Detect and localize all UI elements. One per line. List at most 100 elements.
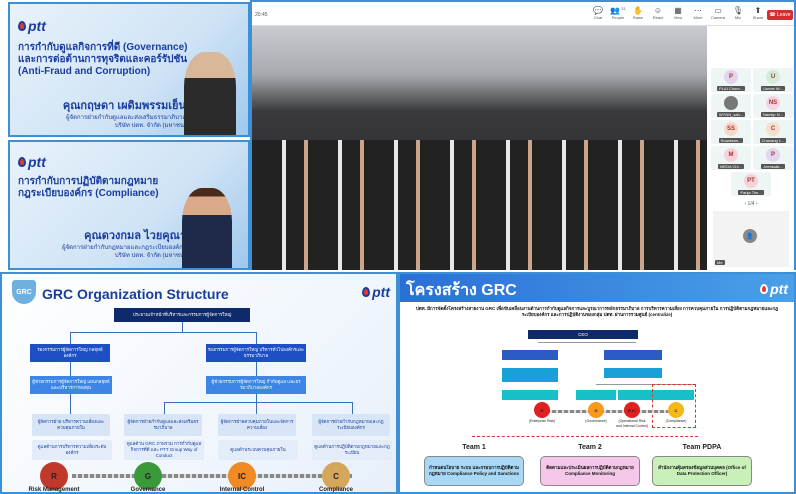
speaker-slide-compliance: ptt การกำกับการปฏิบัติตามกฎหมายกฎระเบียบ… — [8, 140, 250, 270]
avatar: PT — [744, 173, 758, 188]
avatar: M — [724, 147, 738, 162]
toolbar-icon-row: ▭ — [714, 6, 722, 15]
pillar-label: (Governance) — [585, 419, 607, 423]
raise-button[interactable]: ✋Raise — [630, 6, 646, 20]
react-button[interactable]: ☺React — [650, 6, 666, 20]
toolbar-label: View — [673, 15, 683, 20]
mic-icon: 🎙 — [732, 6, 744, 15]
org-box — [502, 368, 558, 382]
participant-name: Usnee W... — [761, 85, 785, 91]
org-box: รองกรรมการผู้จัดการใหญ่ กลยุทธ์องค์กร — [30, 344, 110, 362]
slide-title: โครงสร้าง GRC — [406, 282, 517, 299]
slide-title: GRC Organization Structure — [42, 286, 229, 302]
team-label: Team 2 — [578, 444, 602, 451]
org-box-ceo: ประธานเจ้าหน้าที่บริหารและกรรมการผู้จัดก… — [114, 308, 250, 322]
toolbar-icon-row: 💬 — [593, 6, 603, 15]
org-box — [618, 390, 658, 400]
camera-button[interactable]: ▭Camera — [710, 6, 726, 20]
pillar-label: Compliance — [318, 487, 353, 493]
unit-desc: ดูแลด้านระบบควบคุมภายใน — [218, 440, 298, 460]
unit-head: ผู้จัดการฝ่ายควบคุมภายในและจัดการความเสี… — [218, 414, 296, 436]
pillar-label: Risk Management — [28, 487, 80, 493]
org-box — [604, 350, 662, 360]
share-button[interactable]: ⬆Share — [750, 6, 766, 20]
leave-button[interactable]: ☎ Leave — [767, 10, 793, 20]
org-box-ceo: CEO — [528, 330, 638, 339]
unit-desc: ดูแลด้าน GRC ภาพรวม การกำกับดูแลกิจการที… — [124, 440, 204, 460]
avatar: P — [766, 147, 780, 162]
mic-button[interactable]: 🎙Mic — [730, 6, 746, 20]
hand-icon: ✋ — [633, 6, 643, 15]
share-icon: ⬆ — [754, 6, 762, 15]
ptt-logo: ptt — [18, 154, 46, 170]
participant-name: PLAI Chom... — [717, 85, 745, 91]
org-box: รองกรรมการผู้จัดการใหญ่ บริหารทั่วไปองค์… — [206, 344, 306, 362]
people-count: 31 — [621, 6, 626, 11]
team-label: Team 1 — [462, 444, 486, 451]
participant-name: Panja Tim... — [738, 189, 764, 195]
ptt-logo: ptt — [362, 284, 390, 300]
people-icon: 👥 — [610, 6, 621, 15]
highlight-box — [652, 384, 696, 428]
camera-icon: ▭ — [714, 6, 722, 15]
unit-desc: ดูแลด้านการปฏิบัติตามกฎหมายและกฎระเบียบ — [312, 440, 392, 460]
participant-name: Chanang L... — [759, 137, 787, 143]
pillar-label: (Enterprise Risk) — [528, 419, 556, 423]
ptt-logo: ptt — [18, 18, 46, 34]
main-video — [252, 26, 707, 270]
participant-name: MEDA Chi... — [718, 163, 744, 169]
team-box: กำหนดนโยบาย ระบบ และกรอบการปฏิบัติตามกฎห… — [424, 456, 524, 486]
toolbar-label: Camera — [710, 15, 726, 20]
pager[interactable]: ‹ 1/4 › — [744, 201, 758, 207]
slide-grc-org-structure: GRC GRC Organization Structure ptt ประธา… — [0, 272, 398, 494]
more-button[interactable]: ⋯More — [690, 6, 706, 20]
avatar: 👤 — [743, 229, 757, 243]
view-icon: ▦ — [674, 6, 682, 15]
org-box: ผู้ช่วยกรรมการผู้จัดการใหญ่ กำกับดูแล แล… — [206, 376, 306, 394]
speaker-info: คุณดวงกมล ไวยคุณา ผู้จัดการฝ่ายกำกับกฎหม… — [62, 230, 186, 259]
slide-grc-structure-th: โครงสร้าง GRC ptt ปตท. มีการจัดตั้งโครงส… — [398, 272, 796, 494]
pillar-circle: C — [668, 402, 684, 418]
more-icon: ⋯ — [694, 6, 702, 15]
toolbar-icon-row: ✋ — [633, 6, 643, 15]
slide-header: โครงสร้าง GRC ptt — [400, 274, 794, 302]
team-box: ติดตามและประเมินผลการปฏิบัติตามกฎหมาย Co… — [540, 456, 640, 486]
speaker-photo — [184, 52, 236, 135]
participant-name: Jeerasak... — [761, 163, 785, 169]
participant-name: Suwatsan... — [718, 137, 744, 143]
avatar: P — [724, 69, 738, 84]
toolbar-label: People — [611, 15, 625, 20]
pillar-circle: R IC — [624, 402, 640, 418]
participant-tile[interactable]: WYNN_sah... — [711, 94, 751, 118]
participant-name: Namtip N... — [760, 111, 785, 117]
toolbar-label: Chat — [593, 15, 603, 20]
toolbar-icon-row: 🎙 — [733, 6, 743, 15]
team-label: Team PDPA — [682, 444, 722, 451]
toolbar-icon-row: 👥31 — [610, 6, 625, 15]
view-button[interactable]: ▦View — [670, 6, 686, 20]
chat-button[interactable]: 💬Chat — [590, 6, 606, 20]
slide-title: การกำกับดูแลกิจการที่ดี (Governance)และก… — [18, 42, 188, 77]
self-view: 👤 Me — [713, 211, 789, 267]
pillar-circle: IC — [228, 462, 256, 490]
intro-text: ปตท. มีการจัดตั้งโครงสร้างสายงาน GRC เพื… — [415, 306, 779, 317]
toolbar-icon-row: ▦ — [674, 6, 682, 15]
pillar-label: Internal Control — [219, 487, 265, 493]
unit-head: ผู้จัดการฝ่ายกำกับกฎหมายและกฎระเบียบองค์… — [312, 414, 390, 436]
slide-title: การกำกับการปฏิบัติตามกฎหมายกฎระเบียบองค์… — [18, 176, 159, 199]
avatar: SS — [724, 121, 738, 136]
react-icon: ☺ — [653, 6, 663, 15]
chat-icon: 💬 — [593, 6, 603, 15]
